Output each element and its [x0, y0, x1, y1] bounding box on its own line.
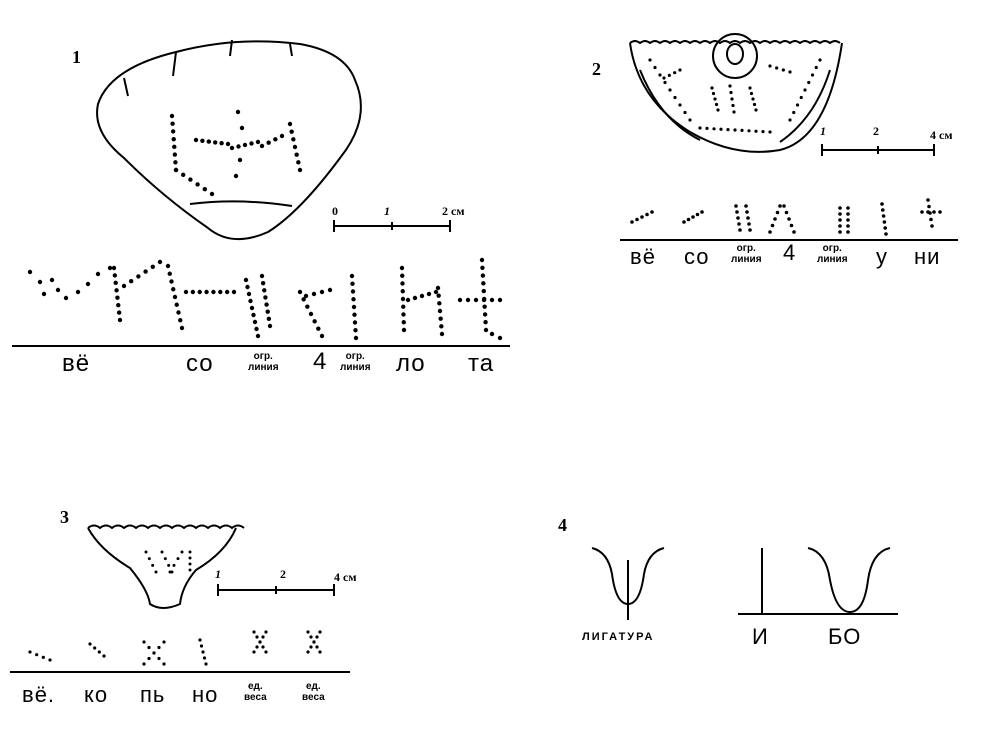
fig1-scale-2: 2 см: [442, 204, 465, 218]
fig2-scale-1: 2: [873, 124, 879, 138]
fig3-syllable-ko: ко: [84, 682, 109, 707]
fig2-scale-2: 4 см: [930, 128, 953, 142]
fig1-scale-bar: [333, 220, 451, 232]
fig1-scale-0: 0: [332, 204, 338, 218]
fig3-sign-transcription: [28, 630, 322, 666]
fig2-syllable-u: у: [876, 244, 888, 269]
fig2-artifact-outline: [629, 42, 843, 153]
fig1-syllable-lo: ло: [396, 350, 426, 377]
figure-2-number: 2: [592, 59, 601, 79]
fig3-syllable-no: но: [192, 682, 219, 707]
fig3-top-rim: [87, 524, 245, 530]
fig2-central-hole-outer: [712, 33, 758, 79]
fig2-syllable-so: со: [684, 244, 710, 269]
fig1-sign-transcription: [27, 257, 503, 341]
fig1-boundary-line-label-2: огр. линия: [340, 351, 371, 373]
fig1-artifact-outline: [96, 40, 362, 241]
fig2-scale-0: 1: [820, 124, 826, 138]
fig3-dotted-inscription: [144, 550, 192, 574]
fig4-syllable-bo: БО: [828, 624, 862, 649]
fig1-syllable-ta: та: [468, 350, 495, 377]
fig1-scale-1: 1: [384, 204, 390, 218]
fig1-syllable-4: 4: [313, 348, 328, 375]
fig4-curve-bo: [807, 547, 891, 614]
fig3-artifact-outline: [87, 527, 237, 609]
fig1-syllable-so: со: [186, 350, 214, 377]
figure-1-number: 1: [72, 47, 81, 67]
figure-3-number: 3: [60, 507, 69, 527]
fig1-rim-notches: [123, 39, 293, 97]
fig3-weight-unit-label-1: ед. веса: [244, 681, 267, 703]
fig2-boundary-line-label-2: огр. линия: [817, 243, 848, 265]
fig2-top-rim: [629, 40, 841, 45]
fig2-syllable-ve: вё: [630, 244, 656, 269]
figure-4-number: 4: [558, 515, 567, 535]
fig2-dotted-inscription: [648, 58, 822, 134]
fig2-boundary-line-label-1: огр. линия: [731, 243, 762, 265]
fig1-boundary-line-label-1: огр. линия: [248, 351, 279, 373]
fig2-sign-transcription: [630, 198, 942, 236]
fig2-syllable-4: 4: [783, 240, 797, 265]
fig2-syllable-ni: ни: [914, 244, 941, 269]
fig1-dotted-inscription: [169, 109, 303, 197]
fig3-syllable-p: пь: [140, 682, 166, 707]
fig3-syllable-ve: вё.: [22, 682, 56, 707]
fig1-syllable-ve: вё: [62, 350, 91, 377]
fig3-scale-2: 4 см: [334, 570, 357, 584]
fig3-scale-1: 2: [280, 567, 286, 581]
fig2-scale-bar: [821, 144, 935, 156]
fig3-weight-unit-label-2: ед. веса: [302, 681, 325, 703]
fig3-scale-bar: [217, 584, 335, 596]
fig2-central-hole-inner: [726, 43, 744, 65]
fig3-scale-0: 1: [215, 567, 221, 581]
ligature-label: ЛИГАТУРА: [582, 631, 655, 643]
fig2-scallop-edge: [639, 69, 831, 143]
fig1-base-line: [189, 200, 293, 207]
fig4-syllable-i: И: [752, 624, 769, 649]
